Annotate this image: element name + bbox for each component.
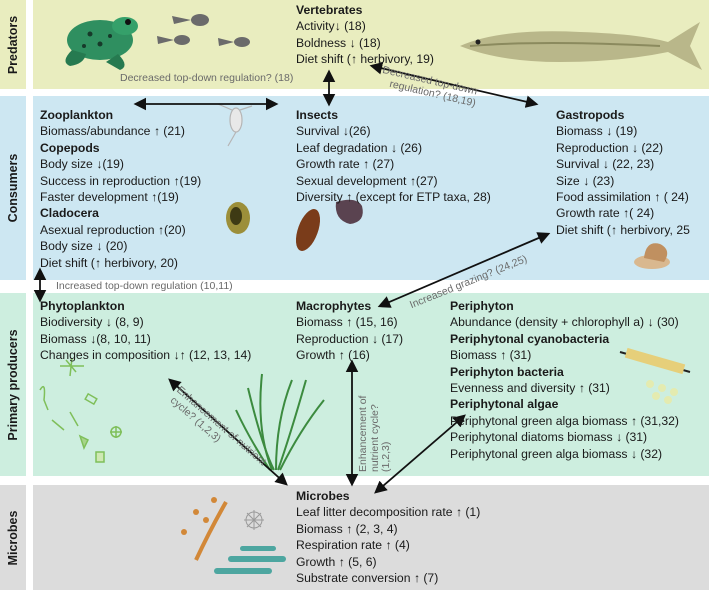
copepods-item: Faster development ↑(19): [40, 190, 179, 205]
periphyton-bacteria-title: Periphyton bacteria: [450, 364, 564, 379]
insects-block: Insects Survival ↓(26) Leaf degradation …: [296, 107, 491, 205]
cladocera-title: Cladocera: [40, 206, 99, 221]
label-enhancement-mid-line1: Enhancement of: [357, 395, 369, 472]
microbes-item: Biomass ↑ (2, 3, 4): [296, 521, 398, 536]
phytoplankton-title: Phytoplankton: [40, 299, 125, 313]
zooplankton-title: Zooplankton: [40, 108, 114, 122]
insects-item: Diversity ↑ (except for ETP taxa, 28): [296, 190, 491, 205]
insects-title: Insects: [296, 108, 339, 122]
phytoplankton-block: Phytoplankton Biodiversity ↓ (8, 9) Biom…: [40, 298, 251, 364]
zooplankton-block: Zooplankton Biomass/abundance ↑ (21) Cop…: [40, 107, 201, 271]
row-tab-predators: Predators: [0, 0, 26, 89]
phytoplankton-illustration: [39, 357, 122, 463]
phytoplankton-item: Changes in composition ↓↑ (12, 13, 14): [40, 348, 252, 363]
microbes-item: Leaf litter decomposition rate ↑ (1): [296, 505, 481, 520]
cladocera-illustration: [226, 202, 250, 234]
periphyton-item: Evenness and diversity ↑ (31): [450, 381, 610, 396]
label-increased-topdown: Increased top-down regulation (10,11): [56, 280, 233, 292]
arrow-phytoplankton-microbes: [168, 378, 288, 486]
insects-item: Leaf degradation ↓ (26): [296, 140, 423, 155]
insect-larvae-illustration: [295, 199, 363, 251]
frog-illustration: [65, 17, 138, 70]
macrophytes-item: Reproduction ↓ (17): [296, 331, 404, 346]
vertebrates-block: Vertebrates Activity↓ (18) Boldness ↓ (1…: [296, 2, 434, 68]
copepods-title: Copepods: [40, 140, 100, 155]
tadpoles-illustration: [157, 14, 250, 47]
label-enhancement-mid-line3: (1,2,3): [380, 441, 392, 472]
insects-item: Growth rate ↑ (27): [296, 157, 395, 172]
consumers-band: [33, 96, 709, 280]
cladocera-item: Diet shift (↑ herbivory, 20): [40, 255, 178, 270]
phytoplankton-item: Biomass ↓(8, 10, 11): [40, 331, 151, 346]
vertebrates-item: Diet shift (↑ herbivory, 19): [296, 52, 434, 67]
periphyton-item: Biomass ↑ (31): [450, 348, 532, 363]
label-decreased-topdown: Decreased top-down regulation? (18): [120, 72, 294, 84]
cladocera-item: Asexual reproduction ↑(20): [40, 222, 186, 237]
gastropods-item: Growth rate ↑( 24): [556, 206, 655, 221]
insects-item: Survival ↓(26): [296, 124, 371, 139]
macrophytes-item: Growth ↑ (16): [296, 348, 370, 363]
microbes-illustration: [181, 497, 286, 574]
periphytonal-cyanobacteria-title: Periphytonal cyanobacteria: [450, 331, 610, 346]
microbes-band: [33, 485, 709, 590]
periphyton-title: Periphyton: [450, 299, 514, 313]
gastropods-item: Diet shift (↑ herbivory, 25: [556, 222, 690, 237]
periphyton-illustration: [619, 347, 691, 404]
row-tab-microbes: Microbes: [0, 485, 26, 590]
vertebrates-item: Activity↓ (18): [296, 19, 366, 34]
gastropods-item: Survival ↓ (22, 23): [556, 157, 655, 172]
copepods-item: Success in reproduction ↑(19): [40, 173, 202, 188]
row-tab-consumers: Consumers: [0, 96, 26, 280]
gastropods-item: Size ↓ (23): [556, 173, 615, 188]
gastropods-item: Biomass ↓ (19): [556, 124, 638, 139]
row-tab-primary: Primary producers: [0, 293, 26, 476]
gastropods-item: Food assimilation ↑ ( 24): [556, 190, 689, 205]
zooplankton-item: Biomass/abundance ↑ (21): [40, 124, 185, 139]
macrophytes-title: Macrophytes: [296, 299, 372, 313]
microbes-block: Microbes Leaf litter decomposition rate …: [296, 488, 480, 586]
gastropods-block: Gastropods Biomass ↓ (19) Reproduction ↓…: [556, 107, 690, 238]
microbes-item: Growth ↑ (5, 6): [296, 554, 377, 569]
cladocera-item: Body size ↓ (20): [40, 239, 128, 254]
phytoplankton-item: Biodiversity ↓ (8, 9): [40, 315, 144, 330]
insects-item: Sexual development ↑(27): [296, 173, 438, 188]
microbes-item: Respiration rate ↑ (4): [296, 538, 410, 553]
microbes-item: Substrate conversion ↑ (7): [296, 571, 439, 586]
arrow-periphyton-microbes: [374, 414, 466, 494]
vertebrates-item: Boldness ↓ (18): [296, 35, 381, 50]
periphyton-item: Periphytonal green alga biomass ↑ (31,32…: [450, 413, 679, 428]
label-enhancement-mid: Enhancement of nutrient cycle? (1,2,3): [357, 395, 393, 472]
periphyton-item: Periphytonal green alga biomass ↓ (32): [450, 446, 663, 461]
snail-illustration: [634, 243, 670, 269]
periphytonal-algae-title: Periphytonal algae: [450, 397, 559, 412]
periphyton-block: Periphyton Abundance (density + chloroph…: [450, 298, 679, 462]
macrophytes-item: Biomass ↑ (15, 16): [296, 315, 398, 330]
gastropods-title: Gastropods: [556, 108, 625, 122]
periphyton-item: Periphytonal diatoms biomass ↓ (31): [450, 430, 648, 445]
macrophytes-block: Macrophytes Biomass ↑ (15, 16) Reproduct…: [296, 298, 403, 364]
microbes-title: Microbes: [296, 489, 350, 503]
vertebrates-title: Vertebrates: [296, 3, 363, 17]
arrow-gastropods-macrophytes: [377, 232, 551, 308]
gastropods-item: Reproduction ↓ (22): [556, 140, 664, 155]
primary-producers-band: [33, 293, 709, 476]
periphyton-item: Abundance (density + chlorophyll a) ↓ (3…: [450, 315, 679, 330]
copepods-item: Body size ↓(19): [40, 157, 124, 172]
arrow-vertebrates-gastropods: [369, 62, 539, 108]
pike-illustration: [460, 22, 702, 70]
